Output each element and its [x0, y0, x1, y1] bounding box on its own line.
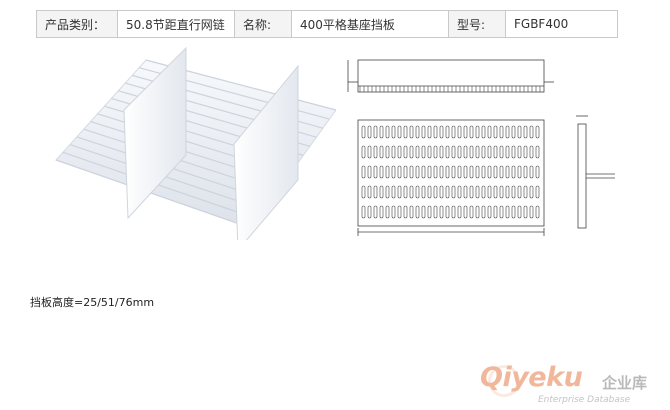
- flight-height-note: 挡板高度=25/51/76mm: [30, 296, 155, 309]
- drawing-end-view: [577, 123, 587, 229]
- name-value: 400平格基座挡板: [291, 10, 449, 38]
- watermark-globe-icon: [488, 365, 520, 397]
- watermark-logo: Qiyeku 企业库 Enterprise Database: [480, 362, 665, 408]
- belt-flight-left: [123, 46, 187, 220]
- belt-flight-right: [233, 64, 299, 240]
- drawing-plan-view: [357, 119, 545, 227]
- drawing-side-view: [357, 59, 545, 93]
- model-value: FGBF400: [505, 10, 618, 38]
- spec-row: 产品类别： 50.8节距直行网链 名称: 400平格基座挡板 型号: FGBF4…: [36, 10, 618, 38]
- model-label: 型号:: [448, 10, 506, 38]
- drawing-plan-slots: [361, 125, 540, 219]
- spec-table: 产品类别： 50.8节距直行网链 名称: 400平格基座挡板 型号: FGBF4…: [36, 10, 618, 38]
- name-label: 名称:: [234, 10, 292, 38]
- watermark-brand-cn: 企业库: [602, 374, 648, 392]
- category-value: 50.8节距直行网链: [117, 10, 235, 38]
- technical-drawing: [347, 59, 615, 236]
- watermark-brand: Qiyeku: [480, 362, 583, 393]
- category-label: 产品类别：: [36, 10, 118, 38]
- watermark-subtitle: Enterprise Database: [538, 395, 631, 405]
- drawing-side-ticks: [359, 86, 541, 92]
- product-photo: [55, 46, 336, 240]
